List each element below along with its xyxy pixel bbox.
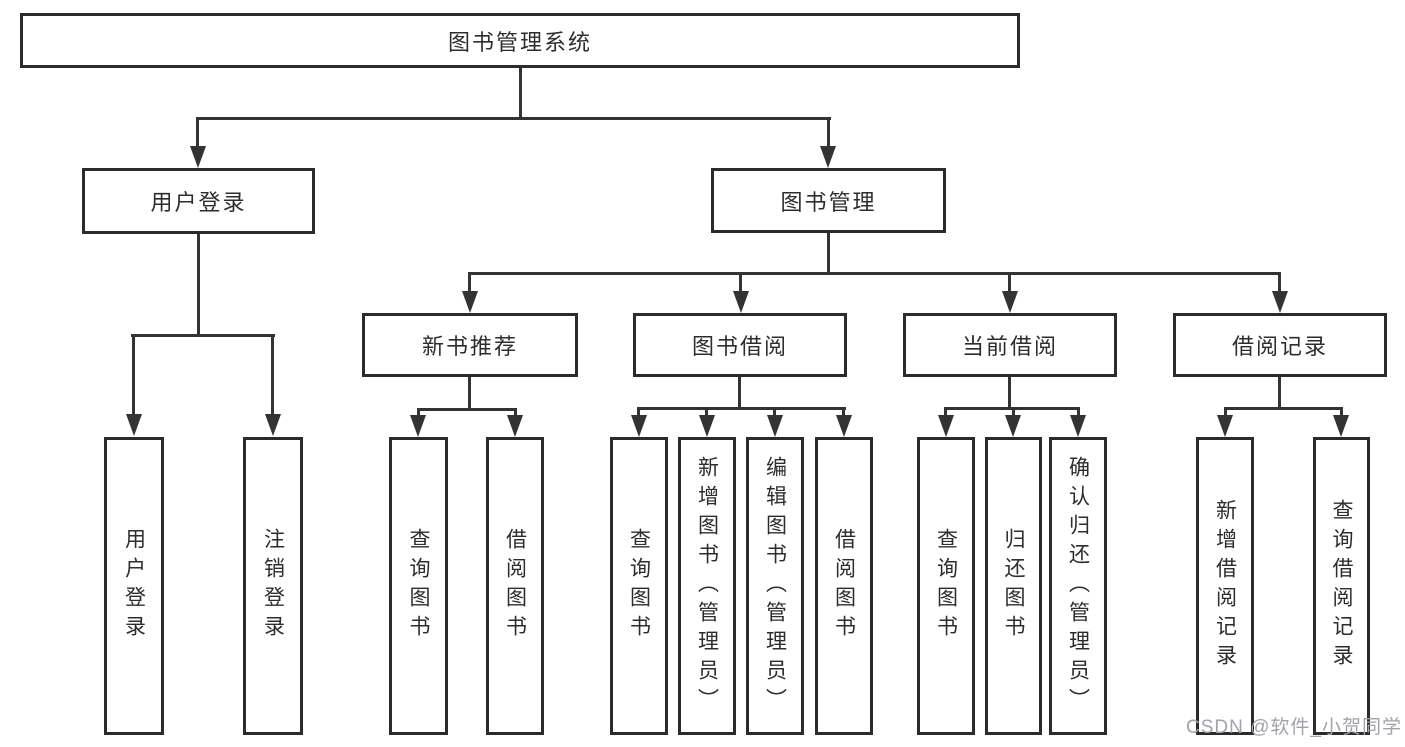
connector [417, 408, 517, 411]
connector [842, 407, 845, 417]
node-nb-borrow-label: 借阅图书 [503, 528, 527, 644]
arrowhead-icon [836, 415, 852, 437]
node-bb-borrow: 借阅图书 [815, 437, 873, 735]
arrowhead-icon [1333, 415, 1349, 437]
connector [132, 334, 135, 416]
node-user-login-label: 用户登录 [150, 190, 247, 215]
connector [738, 377, 741, 407]
arrowhead-icon [820, 146, 836, 168]
arrowhead-icon [699, 415, 715, 437]
connector [468, 272, 1281, 275]
arrowhead-icon [631, 415, 647, 437]
node-nb-borrow: 借阅图书 [486, 437, 544, 735]
connector [1278, 377, 1281, 407]
node-book-borrow-label: 图书借阅 [691, 334, 788, 359]
arrowhead-icon [1217, 415, 1233, 437]
connector [773, 407, 776, 417]
arrowhead-icon [507, 415, 523, 437]
node-ul-login: 用户登录 [104, 437, 164, 735]
arrowhead-icon [265, 414, 281, 436]
connector [1008, 272, 1011, 293]
node-book-mgmt-label: 图书管理 [780, 189, 877, 215]
connector [1077, 407, 1080, 417]
node-cb-query: 查询图书 [917, 437, 975, 735]
watermark: CSDN @软件_小贺同学 [1186, 717, 1402, 738]
node-current-borrow: 当前借阅 [903, 313, 1117, 377]
connector [705, 407, 708, 417]
node-cb-query-label: 查询图书 [934, 528, 958, 644]
connector [1340, 407, 1343, 417]
connector [514, 408, 517, 417]
node-nb-query: 查询图书 [389, 437, 448, 735]
node-root-label: 图书管理系统 [447, 29, 592, 55]
node-bb-query: 查询图书 [610, 437, 668, 735]
node-br-add: 新增借阅记录 [1196, 437, 1254, 735]
connector [197, 234, 200, 334]
connector [638, 407, 846, 410]
connector [1008, 377, 1011, 407]
node-ul-logout-label: 注销登录 [261, 528, 285, 644]
node-cb-return: 归还图书 [985, 437, 1042, 735]
node-br-add-label: 新增借阅记录 [1213, 499, 1237, 673]
connector [827, 233, 830, 272]
connector [1224, 407, 1227, 417]
node-bb-edit: 编辑图书（管理员） [746, 437, 804, 735]
node-user-login: 用户登录 [82, 168, 315, 234]
connector [1224, 407, 1343, 410]
connector [827, 117, 830, 149]
connector [468, 377, 471, 408]
arrowhead-icon [410, 415, 426, 437]
connector [1278, 272, 1281, 293]
node-bb-add: 新增图书（管理员） [678, 437, 736, 735]
node-root: 图书管理系统 [20, 13, 1020, 68]
node-bb-query-label: 查询图书 [627, 528, 651, 644]
connector [417, 408, 420, 417]
node-br-query-label: 查询借阅记录 [1330, 499, 1353, 673]
node-borrow-records: 借阅记录 [1173, 313, 1387, 377]
node-cb-confirm-label: 确认归还（管理员） [1066, 455, 1090, 717]
arrowhead-icon [1070, 415, 1086, 437]
node-bb-borrow-label: 借阅图书 [832, 528, 856, 644]
arrowhead-icon [767, 415, 783, 437]
connector [637, 407, 640, 417]
node-bb-edit-label: 编辑图书（管理员） [763, 455, 787, 717]
node-ul-logout: 注销登录 [243, 437, 303, 735]
connector [196, 117, 199, 149]
node-book-borrow: 图书借阅 [633, 313, 847, 377]
node-new-books: 新书推荐 [362, 313, 578, 377]
connector [1012, 407, 1015, 417]
arrowhead-icon [1005, 415, 1021, 437]
connector [131, 334, 275, 337]
connector [271, 334, 274, 416]
node-nb-query-label: 查询图书 [407, 528, 430, 644]
connector [197, 117, 831, 120]
node-br-query: 查询借阅记录 [1313, 437, 1370, 735]
connector [739, 272, 742, 293]
node-ul-login-label: 用户登录 [122, 528, 146, 644]
connector [468, 272, 471, 293]
arrowhead-icon [1272, 291, 1288, 313]
node-book-mgmt: 图书管理 [711, 168, 946, 233]
arrowhead-icon [938, 415, 954, 437]
node-borrow-records-label: 借阅记录 [1231, 334, 1328, 359]
connector [519, 68, 522, 117]
arrowhead-icon [1002, 291, 1018, 313]
arrowhead-icon [126, 414, 142, 436]
node-cb-return-label: 归还图书 [1002, 528, 1025, 644]
node-new-books-label: 新书推荐 [421, 334, 518, 359]
node-bb-add-label: 新增图书（管理员） [695, 455, 719, 717]
node-current-borrow-label: 当前借阅 [961, 334, 1058, 359]
arrowhead-icon [462, 291, 478, 313]
arrowhead-icon [190, 146, 206, 168]
connector [944, 407, 947, 417]
node-cb-confirm: 确认归还（管理员） [1049, 437, 1107, 735]
arrowhead-icon [733, 291, 749, 313]
